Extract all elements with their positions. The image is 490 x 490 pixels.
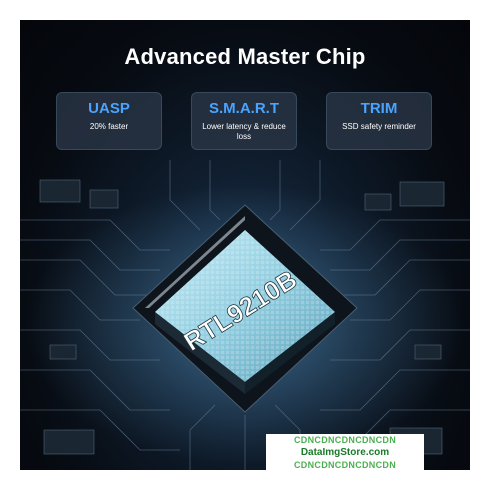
feature-name: TRIM <box>360 100 398 117</box>
watermark-line: CDNCDNCDNCDNCDN <box>294 435 396 445</box>
chip-icon <box>132 204 358 413</box>
feature-description: Lower latency & reduce loss <box>202 122 286 141</box>
feature-card-trim: TRIM SSD safety reminder <box>326 92 432 150</box>
feature-card-smart: S.M.A.R.T Lower latency & reduce loss <box>191 92 297 150</box>
circuit-board-illustration: RTL9210B <box>20 160 470 470</box>
product-image: Advanced Master Chip UASP 20% faster S.M… <box>20 20 470 470</box>
watermark-line: CDNCDNCDNCDNCDN <box>294 460 396 470</box>
feature-description: 20% faster <box>89 122 129 131</box>
feature-description: SSD safety reminder <box>342 122 416 131</box>
feature-card-uasp: UASP 20% faster <box>56 92 162 150</box>
watermark: CDNCDNCDNCDNCDN DataImgStore.com CDNCDNC… <box>266 434 424 474</box>
page-title: Advanced Master Chip <box>124 44 366 69</box>
watermark-line: DataImgStore.com <box>300 447 390 458</box>
feature-name: UASP <box>88 100 130 117</box>
feature-name: S.M.A.R.T <box>209 100 279 117</box>
